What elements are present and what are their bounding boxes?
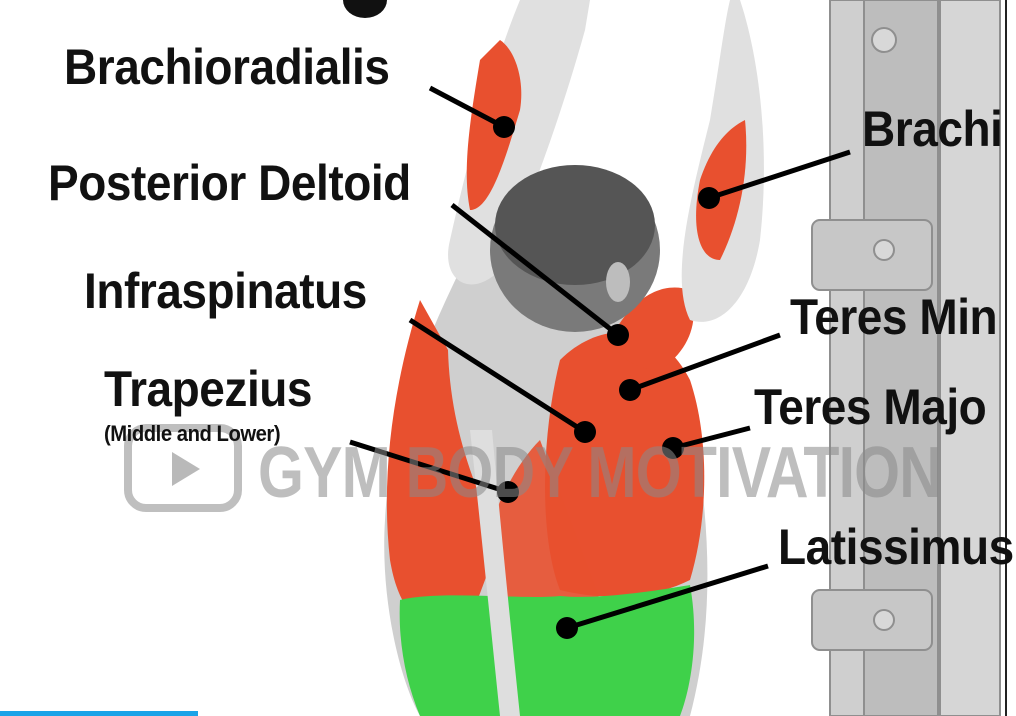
label-teres-minor: Teres Min xyxy=(790,289,998,345)
watermark-text: GYM BODY MOTIVATION xyxy=(258,433,942,513)
label-latissimus: Latissimus xyxy=(778,519,1014,575)
label-teres-major: Teres Majo xyxy=(754,379,987,435)
teres-minor-pointer-dot xyxy=(619,379,641,401)
posterior-deltoid-pointer-dot xyxy=(607,324,629,346)
video-progress-bar[interactable] xyxy=(0,711,198,716)
brachioradialis-pointer-dot xyxy=(493,116,515,138)
play-icon xyxy=(124,424,242,512)
latissimus-region xyxy=(399,585,695,716)
label-trapezius-subtitle: (Middle and Lower) xyxy=(104,421,281,446)
pullup-machine-frame xyxy=(811,0,1001,716)
label-brachioradialis: Brachioradialis xyxy=(64,39,390,95)
label-brachialis: Brachi xyxy=(862,101,1003,157)
teres-major-pointer-dot xyxy=(662,437,684,459)
infraspinatus-pointer-dot xyxy=(574,421,596,443)
leader-lines xyxy=(349,85,851,631)
play-triangle-icon xyxy=(172,452,200,486)
label-trapezius: Trapezius xyxy=(104,361,313,417)
trapezius-pointer-dot xyxy=(497,481,519,503)
latissimus-pointer-dot xyxy=(556,617,578,639)
brachialis-pointer-dot xyxy=(698,187,720,209)
back-muscles xyxy=(386,287,705,628)
label-infraspinatus: Infraspinatus xyxy=(84,263,367,319)
arms xyxy=(448,0,764,322)
label-posterior-deltoid: Posterior Deltoid xyxy=(48,155,411,211)
